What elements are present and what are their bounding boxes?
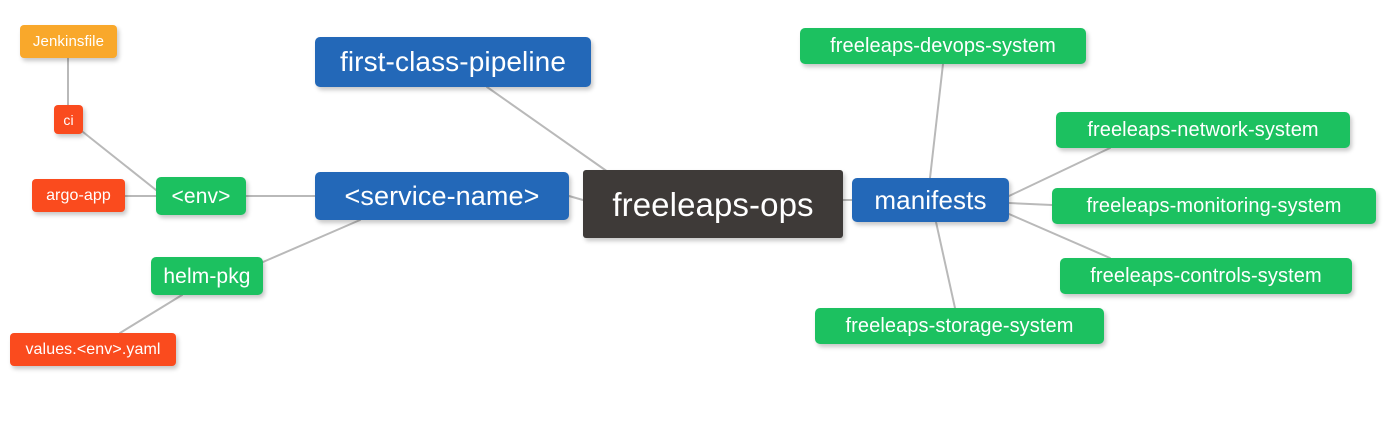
node-values-env-yaml[interactable]: values.<env>.yaml: [10, 333, 176, 366]
edge-manifests-to-freeleaps-devops-system: [929, 63, 944, 179]
node-helm-pkg[interactable]: helm-pkg: [151, 257, 263, 295]
edge-freeleaps-ops-to-service-name: [568, 195, 584, 201]
node-env[interactable]: <env>: [156, 177, 246, 215]
node-freeleaps-devops-system[interactable]: freeleaps-devops-system: [800, 28, 1086, 64]
node-argo-app[interactable]: argo-app: [32, 179, 125, 212]
node-freeleaps-storage-system[interactable]: freeleaps-storage-system: [815, 308, 1104, 344]
node-first-class-pipeline[interactable]: first-class-pipeline: [315, 37, 591, 87]
node-freeleaps-ops[interactable]: freeleaps-ops: [583, 170, 843, 238]
node-freeleaps-controls-system[interactable]: freeleaps-controls-system: [1060, 258, 1352, 294]
edge-service-name-to-helm-pkg: [262, 219, 361, 263]
edge-freeleaps-ops-to-first-class-pipeline: [486, 86, 609, 173]
node-freeleaps-network-system[interactable]: freeleaps-network-system: [1056, 112, 1350, 148]
node-jenkinsfile[interactable]: Jenkinsfile: [20, 25, 117, 58]
node-service-name[interactable]: <service-name>: [315, 172, 569, 220]
node-ci[interactable]: ci: [54, 105, 83, 134]
node-freeleaps-monitoring-system[interactable]: freeleaps-monitoring-system: [1052, 188, 1376, 224]
node-manifests[interactable]: manifests: [852, 178, 1009, 222]
edge-helm-pkg-to-values-env-yaml: [119, 294, 183, 334]
edge-manifests-to-freeleaps-monitoring-system: [1008, 202, 1053, 206]
edge-manifests-to-freeleaps-storage-system: [935, 221, 956, 309]
